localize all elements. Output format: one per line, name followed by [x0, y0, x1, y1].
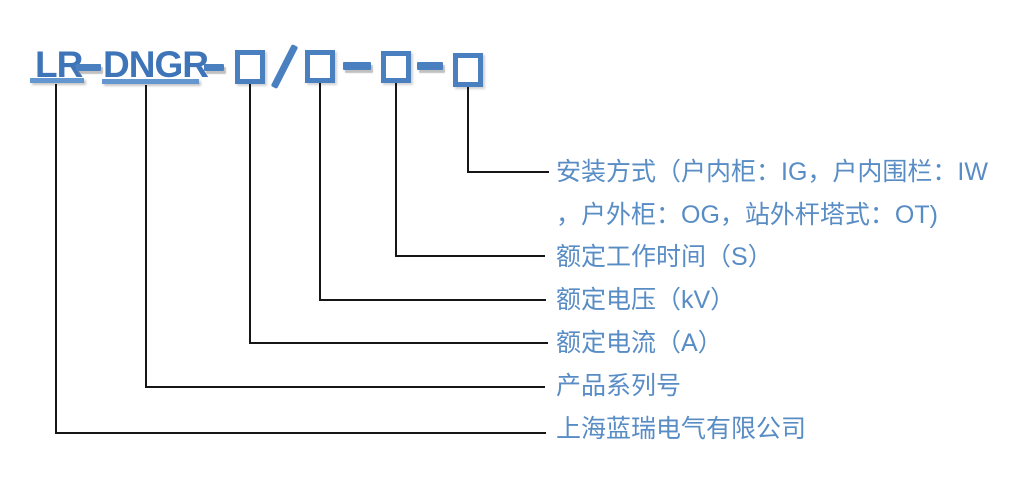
model-series-code-text: DNGR: [103, 44, 209, 85]
rated-time-box-icon: [381, 51, 411, 83]
install-method-label-line1: 安装方式（户内柜：IG，户内围栏：IW: [556, 158, 988, 186]
install-method-label-line2: ，户外柜：OG，站外杆塔式：OT): [556, 201, 938, 229]
connector-rated-voltage-line: [319, 83, 546, 301]
connector-install-method-line: [467, 87, 549, 173]
model-prefix-text: LR: [35, 44, 83, 85]
rated-voltage-label: 额定电压（kV）: [556, 286, 736, 314]
prefix-underline: [30, 78, 84, 83]
product-series-label: 产品系列号: [556, 372, 682, 400]
install-method-box-icon: [453, 53, 483, 87]
dash-separator-icon: [343, 62, 371, 70]
dash-separator-icon: [204, 64, 224, 71]
rated-time-label: 额定工作时间（S）: [556, 243, 773, 271]
series-underline: [102, 79, 199, 84]
connector-company-line: [55, 84, 546, 434]
connector-rated-current-line: [249, 84, 548, 344]
rated-voltage-box-icon: [305, 50, 335, 83]
dash-separator-icon: [76, 64, 101, 71]
company-label: 上海蓝瑞电气有限公司: [556, 415, 807, 443]
connector-rated-time-line: [395, 83, 545, 257]
install-method-label: 安装方式（户内柜：IG，户内围栏：IW ，户外柜：OG，站外杆塔式：OT): [556, 151, 1026, 237]
connector-product-series-line: [145, 85, 545, 388]
dash-separator-icon: [417, 62, 443, 70]
rated-current-label: 额定电流（A）: [556, 329, 723, 357]
rated-current-box-icon: [235, 50, 265, 84]
